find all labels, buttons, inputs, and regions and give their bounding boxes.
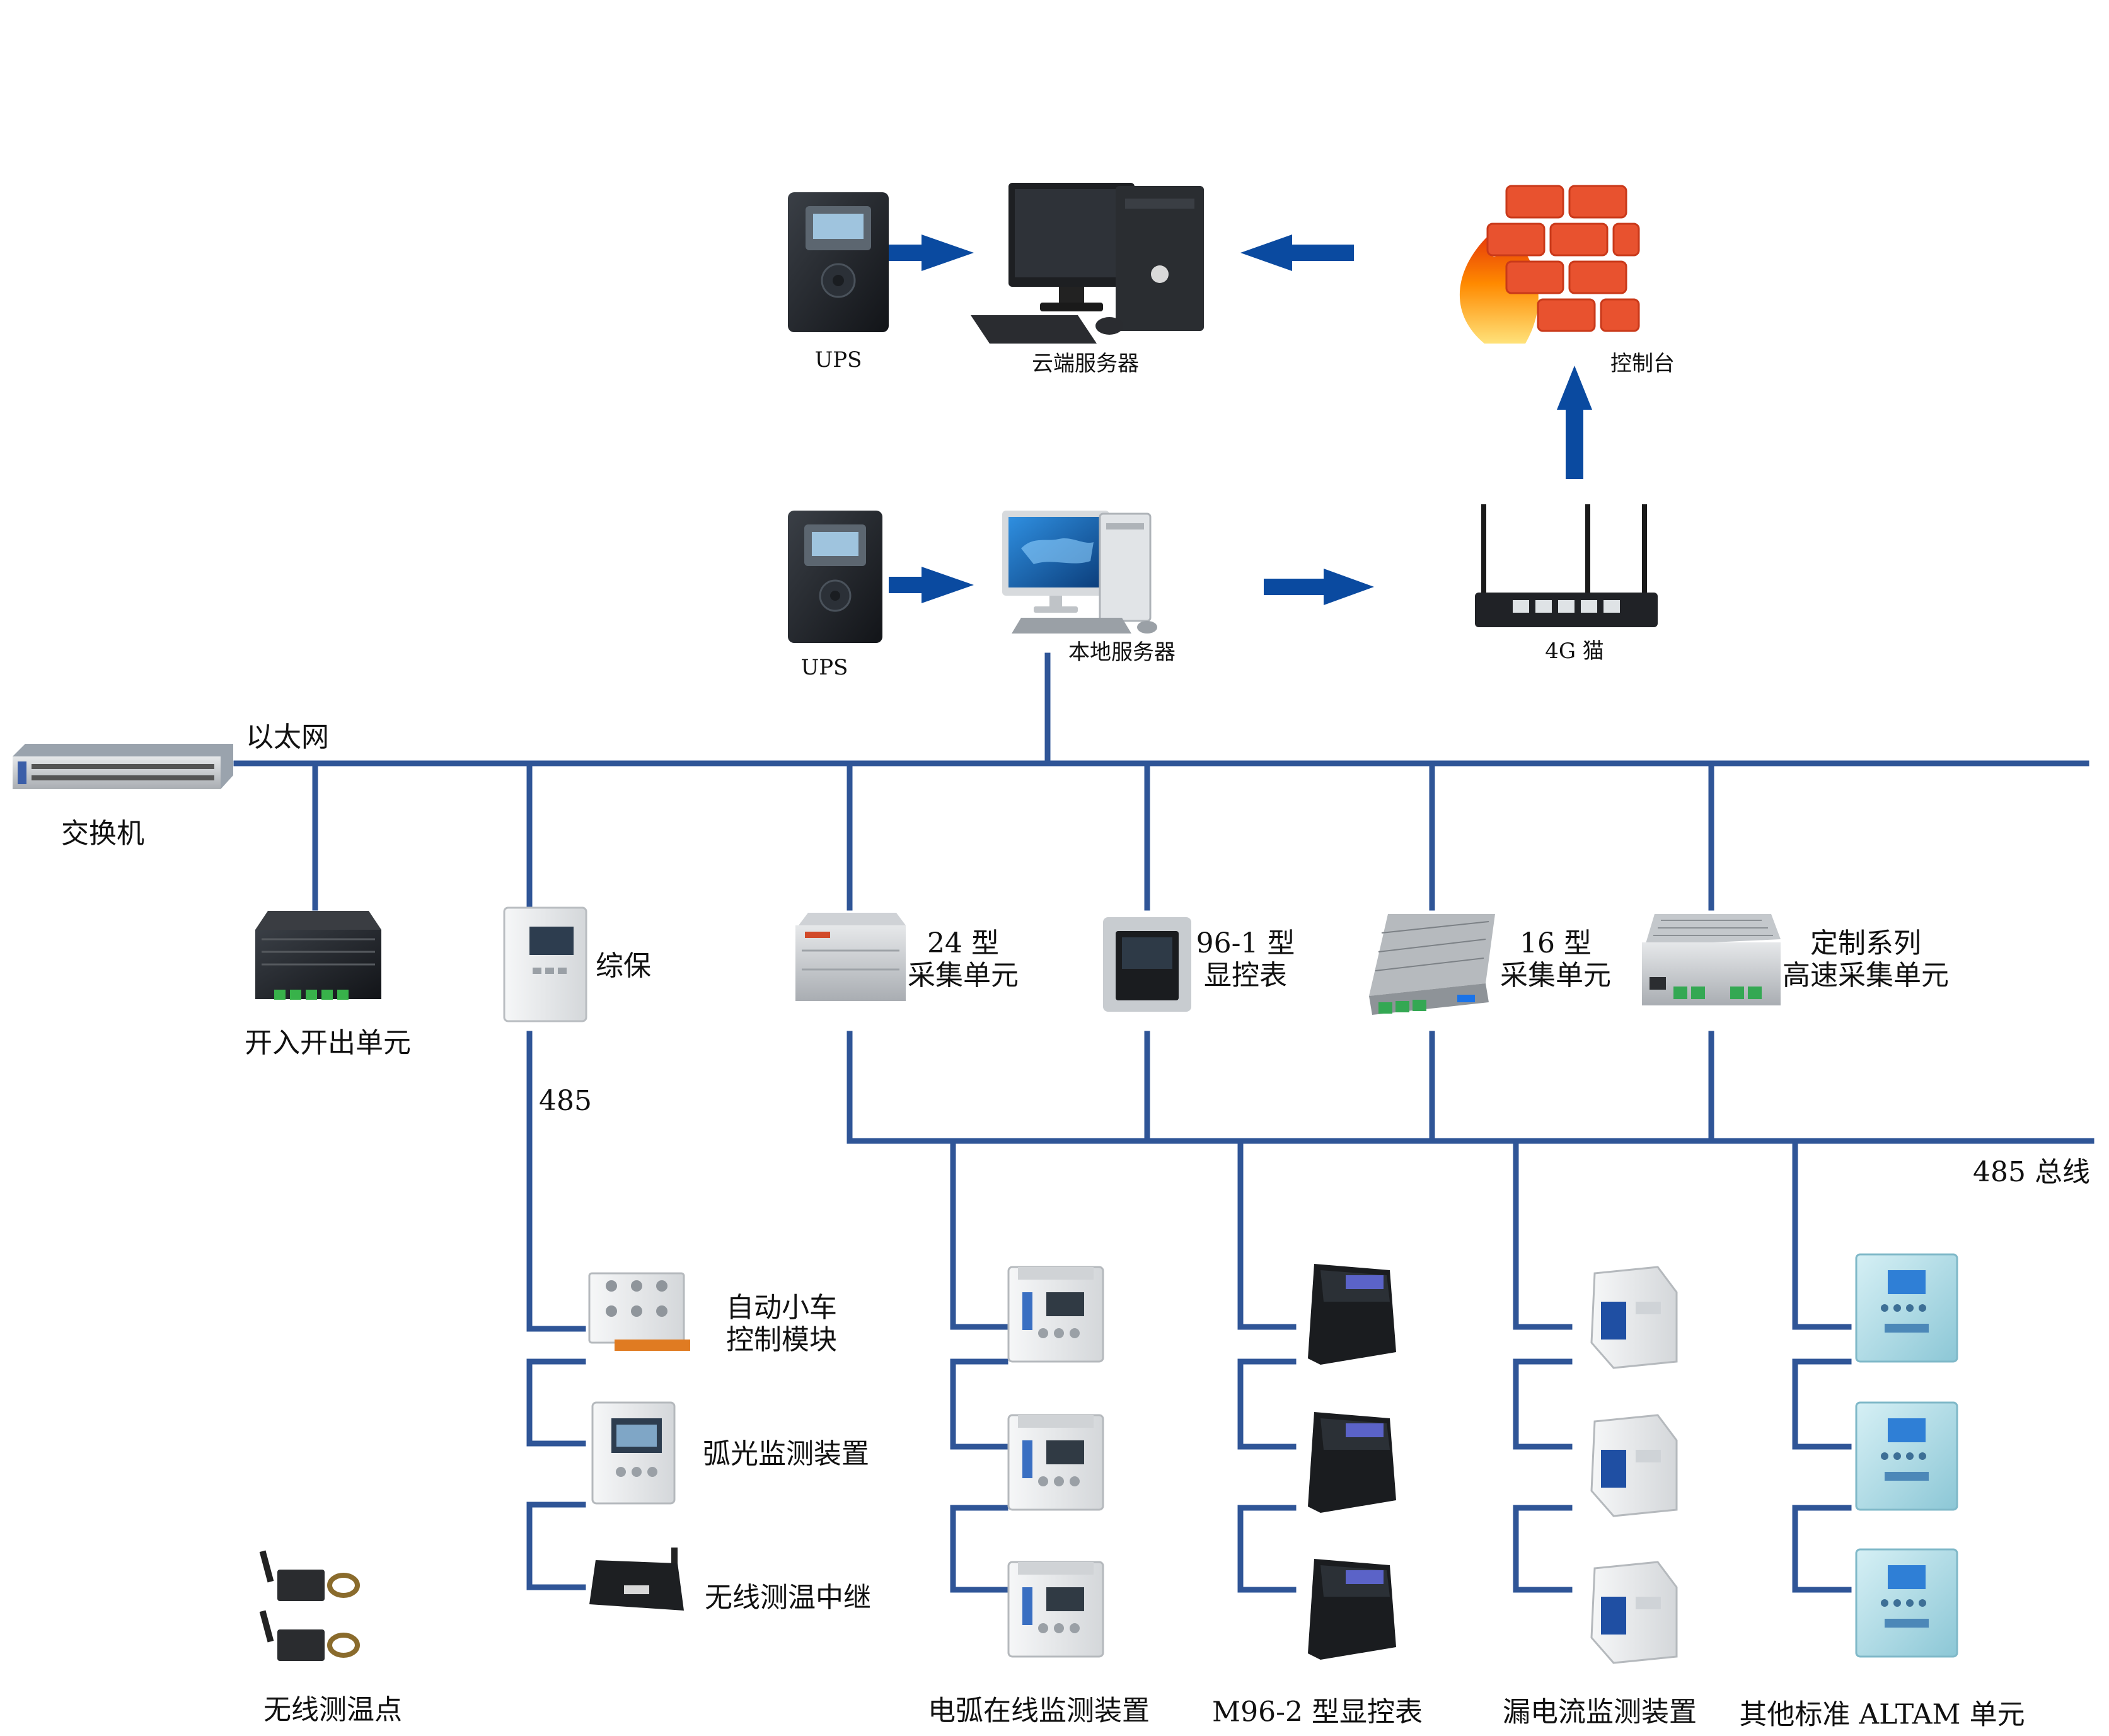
ups-mid-label: UPS [800,655,848,680]
meter-m96-2-label: M96-2 型显控表 [1212,1696,1423,1728]
panel-meter-icon [1308,1412,1396,1513]
flow-arrows [889,234,1592,605]
custom-series-label-line2: 高速采集单元 [1783,959,1949,992]
cloud-server-label: 云端服务器 [1032,351,1139,376]
wireless-sensor-icon [259,1610,360,1661]
ethernet-label: 以太网 [246,721,329,753]
switch-label: 交换机 [61,818,144,850]
din-rail-meter-icon [1007,1561,1104,1658]
bus-485-label: 485 总线 [1973,1156,2090,1188]
local-server-label: 本地服务器 [1068,640,1176,665]
unit-24-label: 24 型 采集单元 [908,927,1019,992]
leakage-monitor-icon [1590,1414,1678,1517]
modem-4g-label: 4G 猫 [1545,639,1604,664]
din-rail-meter-icon [1007,1414,1104,1511]
altam-column [1855,1253,1958,1658]
line-485-label: 485 [539,1085,592,1117]
arc-online-label: 电弧在线监测装置 [928,1694,1150,1727]
console-label: 控制台 [1610,351,1675,376]
wireless-point-label: 无线测温点 [263,1694,402,1726]
network-lines [233,652,2095,1593]
altam-panel-icon [1855,1401,1958,1511]
leakage-monitor-icon [1590,1561,1678,1664]
firewall-icon [1459,185,1640,344]
ups-top-label: UPS [814,347,862,373]
arc-light-label: 弧光监测装置 [703,1438,869,1470]
network-switch-icon [13,744,233,789]
arrow-icon [1557,366,1592,479]
unit-16-label: 16 型 采集单元 [1500,927,1611,992]
collector-box-icon [1642,914,1781,1005]
protection-relay-icon [591,1401,676,1505]
meter-96-1-label: 96-1 型 显控表 [1196,927,1295,992]
auto-trolley-label: 自动小车 控制模块 [726,1292,837,1356]
arrow-icon [1240,234,1354,271]
m96-2-column [1308,1264,1396,1660]
arrow-icon [889,567,974,603]
meter-96-1-label-line1: 96-1 型 [1196,927,1295,959]
auto-trolley-label-line1: 自动小车 [726,1292,837,1324]
panel-meter-icon [1308,1264,1396,1365]
router-4g-icon [1475,504,1658,627]
panel-meter-icon [1308,1559,1396,1660]
din-rail-meter-icon [1007,1266,1104,1363]
io-module-icon [255,911,381,1000]
altam-other-label: 其他标准 ALTAM 单元 [1739,1698,2025,1731]
arrow-icon [889,234,974,271]
din-rail-meter-icon [588,1272,690,1351]
unit-16-label-line2: 采集单元 [1500,959,1611,992]
desktop-computer-icon [1002,511,1157,634]
collector-box-icon [795,913,906,1001]
arc-online-column [1007,1266,1104,1658]
meter-96-1-label-line2: 显控表 [1204,959,1287,992]
panel-meter-icon [1103,917,1191,1012]
leakage-column [1590,1266,1678,1664]
custom-series-label-line1: 定制系列 [1810,927,1921,959]
ups-icon [788,192,889,332]
collector-box-icon [1369,914,1495,1015]
leakage-label: 漏电流监测装置 [1503,1696,1697,1728]
wireless-relay-label: 无线测温中继 [705,1582,871,1614]
altam-panel-icon [1855,1548,1958,1658]
unit-24-label-line2: 采集单元 [908,959,1019,992]
desktop-computer-icon [971,183,1204,344]
custom-series-label: 定制系列 高速采集单元 [1783,927,1949,992]
ups-icon [788,511,882,643]
unit-16-label-line1: 16 型 [1520,927,1592,959]
unit-24-label-line1: 24 型 [927,927,999,959]
auto-trolley-label-line2: 控制模块 [726,1323,837,1356]
wireless-sensor-icon [589,1548,684,1611]
wireless-sensor-icon [259,1550,360,1601]
protection-relay-icon [503,906,587,1022]
protection-label: 综保 [596,950,651,982]
leakage-monitor-icon [1590,1266,1678,1369]
io-unit-label: 开入开出单元 [245,1027,411,1059]
altam-panel-icon [1855,1253,1958,1363]
arrow-icon [1264,569,1374,605]
